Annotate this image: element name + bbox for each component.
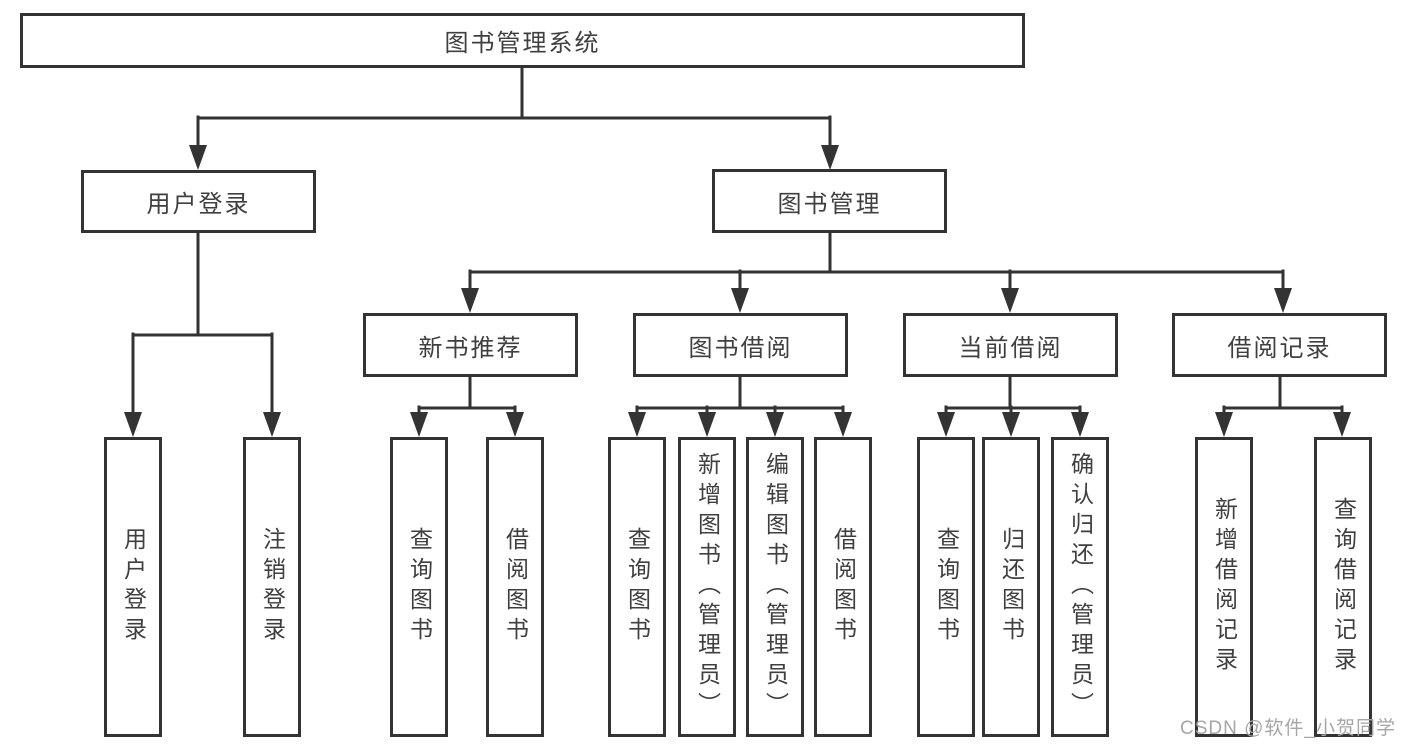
leaf-borrow-books-borrow-label: 借阅图书 (830, 527, 857, 647)
node-user-login-label: 用户登录 (146, 191, 251, 218)
leaf-confirm-return-admin: 确认归还（管理员） (1051, 437, 1109, 737)
leaf-borrow-books-recommend-label: 借阅图书 (502, 527, 529, 647)
leaf-edit-books-admin-label: 编辑图书（管理员） (762, 452, 789, 722)
leaf-query-books-recommend: 查询图书 (390, 437, 448, 737)
leaf-user-login: 用户登录 (104, 437, 162, 737)
node-new-book-recommend-label: 新书推荐 (418, 334, 523, 362)
leaf-add-books-admin-label: 新增图书（管理员） (694, 452, 721, 722)
node-root-label: 图书管理系统 (444, 30, 601, 57)
node-root-system: 图书管理系统 (20, 13, 1025, 68)
leaf-query-books-borrow: 查询图书 (608, 437, 666, 737)
leaf-query-borrow-record: 查询借阅记录 (1314, 437, 1372, 737)
leaf-user-login-label: 用户登录 (120, 527, 147, 647)
leaf-borrow-books-borrow: 借阅图书 (814, 437, 872, 737)
leaf-add-books-admin: 新增图书（管理员） (678, 437, 736, 737)
leaf-confirm-return-admin-label: 确认归还（管理员） (1067, 452, 1094, 722)
node-book-management: 图书管理 (712, 169, 947, 233)
leaf-logout-label: 注销登录 (259, 527, 286, 647)
leaf-query-books-current: 查询图书 (917, 437, 975, 737)
node-current-borrow: 当前借阅 (903, 313, 1118, 377)
leaf-query-books-current-label: 查询图书 (933, 527, 960, 647)
leaf-add-borrow-record-label: 新增借阅记录 (1211, 497, 1238, 677)
leaf-query-borrow-record-label: 查询借阅记录 (1330, 497, 1357, 677)
node-book-borrow: 图书借阅 (633, 313, 848, 377)
node-new-book-recommend: 新书推荐 (363, 313, 578, 377)
node-borrow-records: 借阅记录 (1172, 313, 1387, 377)
leaf-logout: 注销登录 (243, 437, 301, 737)
leaf-edit-books-admin: 编辑图书（管理员） (746, 437, 804, 737)
csdn-watermark: CSDN @软件_小贺同学 (1180, 718, 1396, 739)
node-user-login: 用户登录 (81, 170, 316, 233)
node-current-borrow-label: 当前借阅 (958, 334, 1063, 362)
leaf-return-books: 归还图书 (982, 437, 1040, 737)
leaf-query-books-borrow-label: 查询图书 (624, 527, 651, 647)
node-book-borrow-label: 图书借阅 (688, 334, 793, 362)
node-borrow-records-label: 借阅记录 (1227, 334, 1332, 362)
leaf-query-books-recommend-label: 查询图书 (406, 527, 433, 647)
leaf-return-books-label: 归还图书 (998, 527, 1025, 647)
node-book-management-label: 图书管理 (777, 190, 882, 218)
leaf-borrow-books-recommend: 借阅图书 (486, 437, 544, 737)
leaf-add-borrow-record: 新增借阅记录 (1195, 437, 1253, 737)
